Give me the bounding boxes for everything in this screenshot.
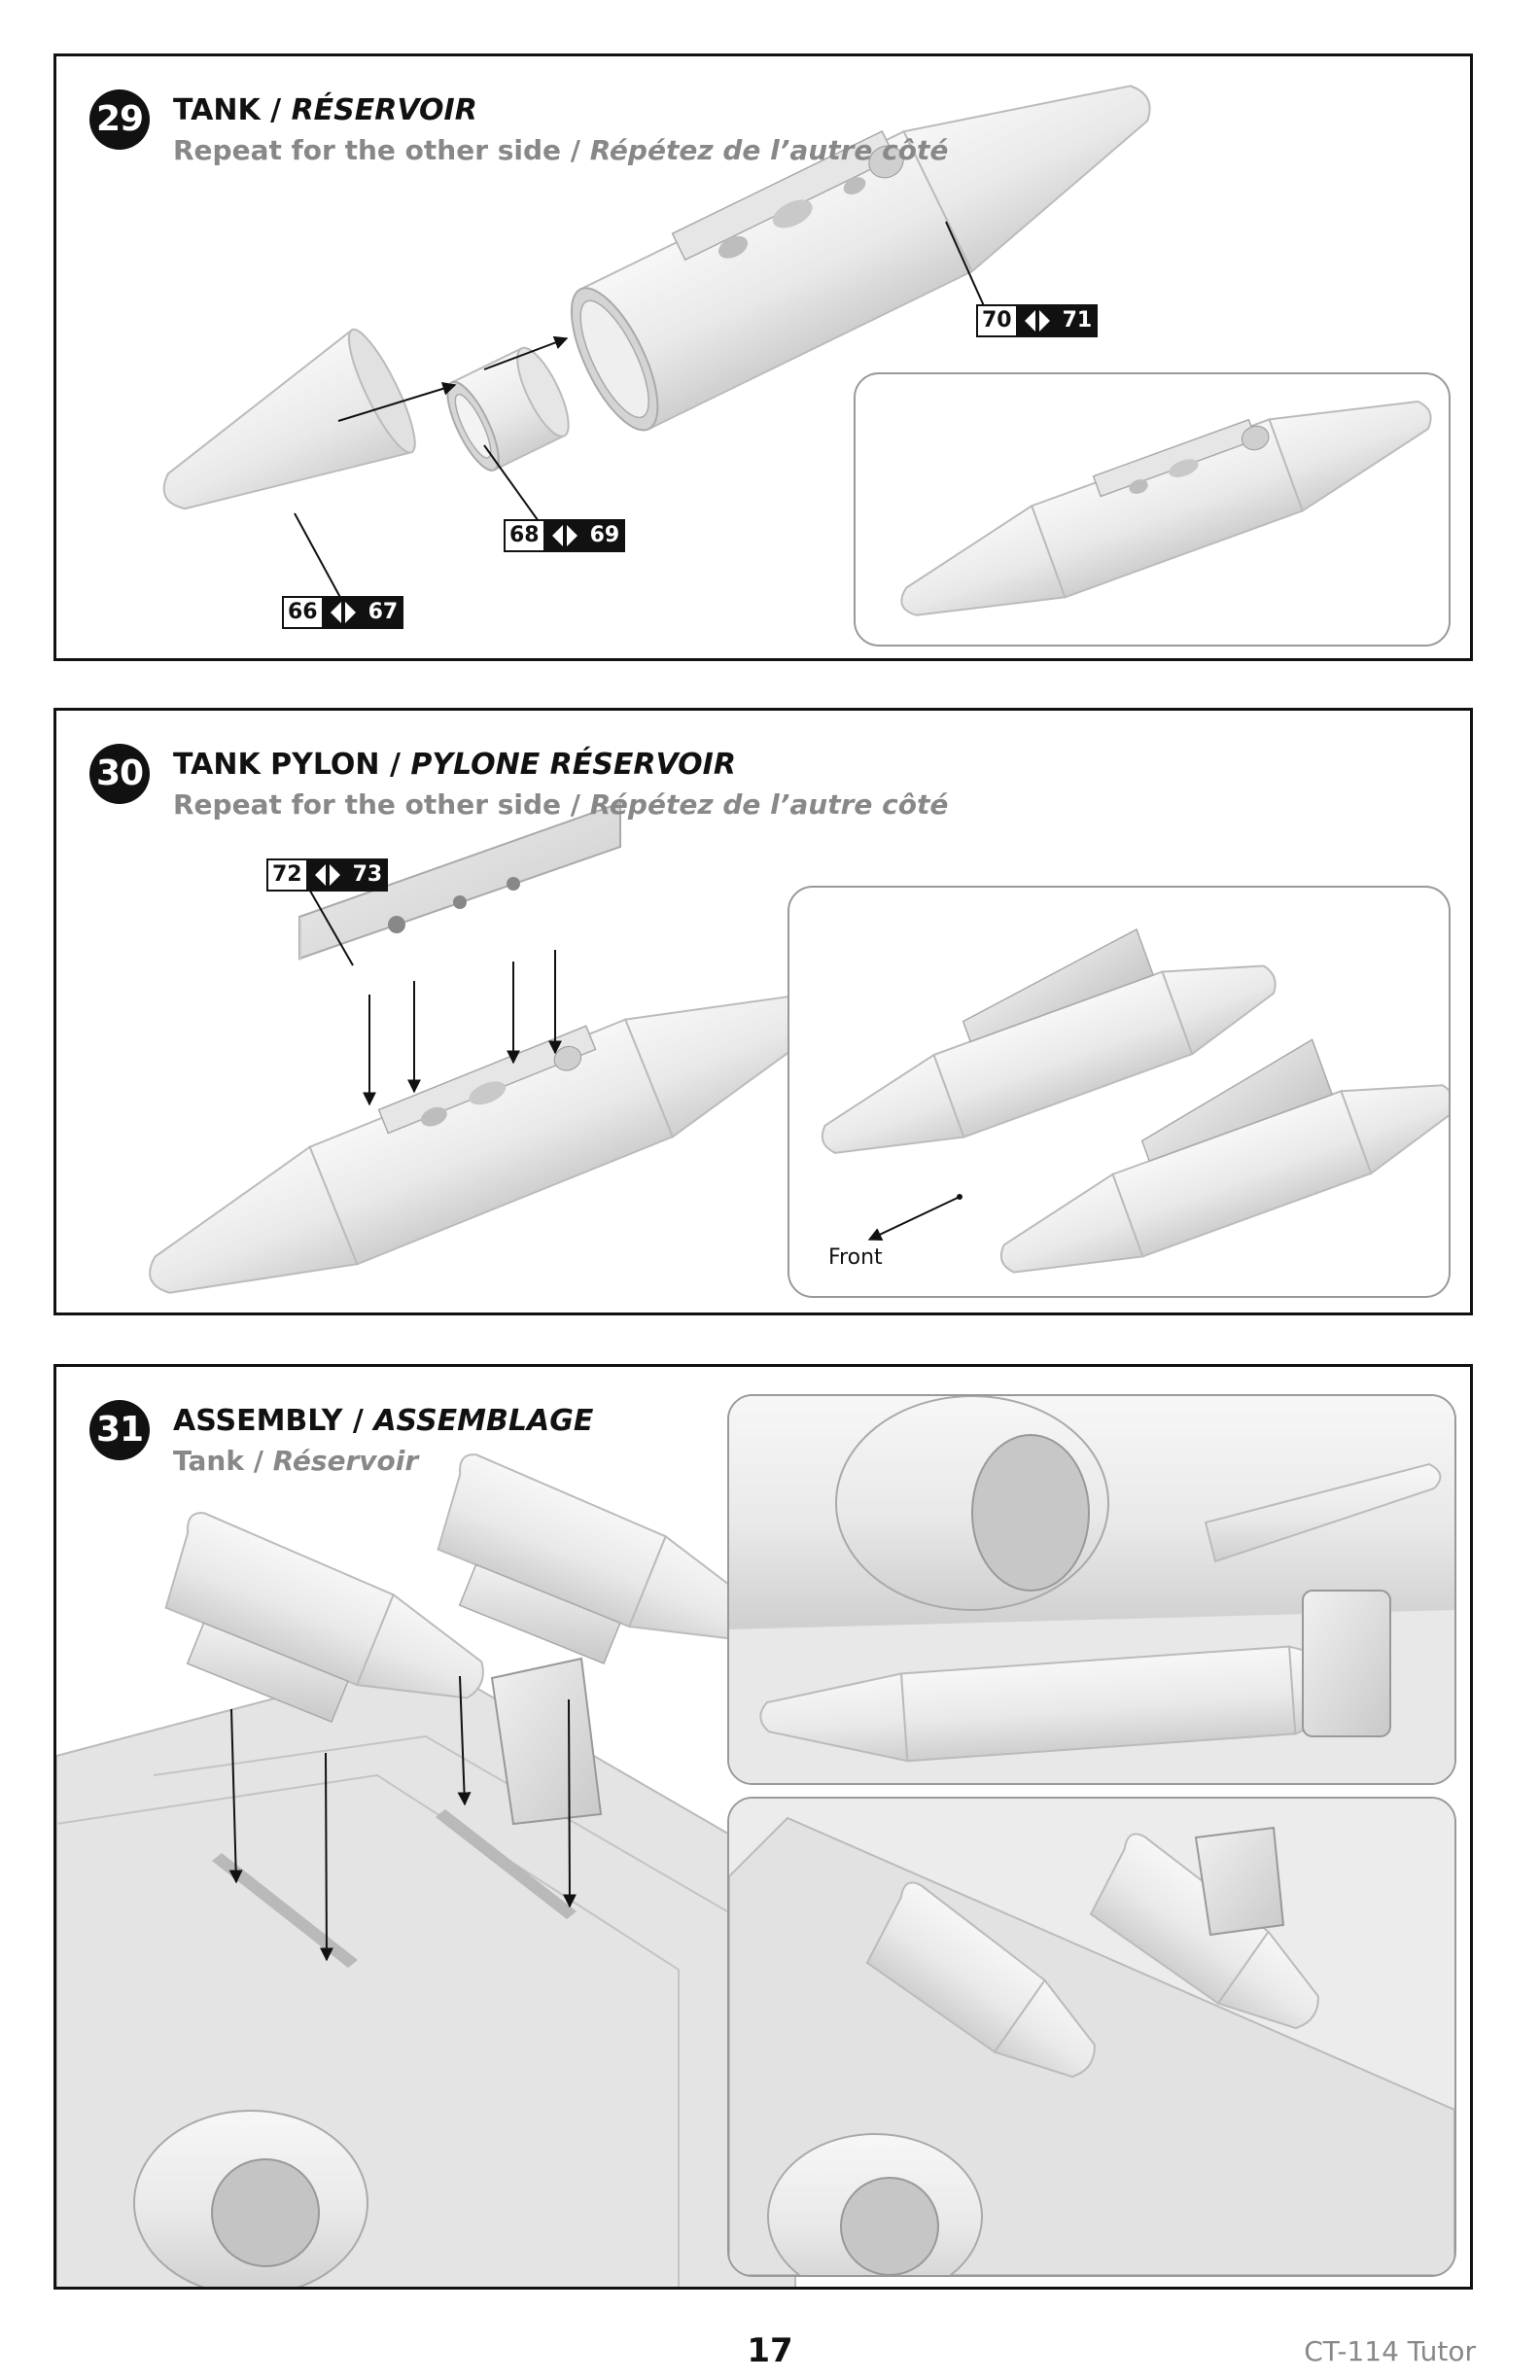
step-number: 29 [89, 89, 150, 150]
step-title-english: TANK / [173, 93, 292, 127]
step-subtitle-french: Répétez de l’autre côté [589, 788, 949, 821]
page-number: 17 [747, 2331, 793, 2370]
part-number-right: 69 [583, 519, 626, 552]
step-subtitle: Repeat for the other side / Répétez de l… [173, 134, 948, 166]
topside-view-inset [727, 1797, 1456, 2277]
step-subtitle-english: Repeat for the other side / [173, 788, 590, 821]
underside-view-illustration [729, 1396, 1454, 1783]
step-title: TANK PYLON / PYLONE RÉSERVOIR [173, 748, 736, 782]
assembled-pylon-inset: Front [788, 886, 1451, 1298]
step-30-panel: 30 TANK PYLON / PYLONE RÉSERVOIR Repeat … [53, 708, 1473, 1315]
part-number-left: 68 [504, 519, 545, 552]
step-subtitle: Repeat for the other side / Répétez de l… [173, 788, 948, 821]
model-name: CT-114 Tutor [1304, 2335, 1476, 2367]
part-label-68-69: 68 69 [504, 519, 626, 552]
step-title-french: ASSEMBLAGE [373, 1404, 594, 1438]
assembled-tank-inset [854, 372, 1451, 647]
step-title-english: ASSEMBLY / [173, 1404, 374, 1438]
step-subtitle: Tank / Réservoir [173, 1445, 418, 1477]
part-number-right: 67 [362, 596, 404, 629]
step-title: TANK / RÉSERVOIR [173, 93, 477, 127]
step-number: 30 [89, 744, 150, 804]
assembled-tank-illustration [900, 400, 1432, 616]
part-number-left: 66 [282, 596, 324, 629]
underside-view-inset [727, 1394, 1456, 1785]
step-title: ASSEMBLY / ASSEMBLAGE [173, 1404, 593, 1438]
part-number-right: 71 [1056, 304, 1099, 337]
step-29-panel: 29 TANK / RÉSERVOIR Repeat for the other… [53, 53, 1473, 661]
left-right-pair-icon [323, 596, 363, 629]
part-label-66-67: 66 67 [282, 596, 404, 629]
step-subtitle-french: Répétez de l’autre côté [589, 134, 949, 166]
step-title-french: RÉSERVOIR [291, 93, 477, 127]
left-right-pair-icon [307, 858, 347, 892]
part-number-left: 70 [976, 304, 1018, 337]
step-29-illustration [162, 85, 1151, 604]
step-subtitle-french: Réservoir [272, 1445, 419, 1477]
assembled-pylons-illustration [821, 928, 1449, 1274]
step-31-panel: 31 ASSEMBLY / ASSEMBLAGE Tank / Réservoi… [53, 1364, 1473, 2290]
step-title-english: TANK PYLON / [173, 748, 411, 782]
step-subtitle-english: Tank / [173, 1445, 273, 1477]
part-label-70-71: 70 71 [976, 304, 1099, 337]
part-label-72-73: 72 73 [266, 858, 389, 892]
topside-view-illustration [729, 1799, 1454, 2275]
part-number-right: 73 [346, 858, 389, 892]
step-number: 31 [89, 1400, 150, 1460]
part-number-left: 72 [266, 858, 308, 892]
step-30-illustration [149, 801, 823, 1294]
step-subtitle-english: Repeat for the other side / [173, 134, 590, 166]
left-right-pair-icon [544, 519, 584, 552]
step-31-illustration [56, 1453, 796, 2287]
left-right-pair-icon [1017, 304, 1057, 337]
step-title-french: PYLONE RÉSERVOIR [410, 748, 736, 782]
front-direction-label: Front [828, 1245, 883, 1270]
